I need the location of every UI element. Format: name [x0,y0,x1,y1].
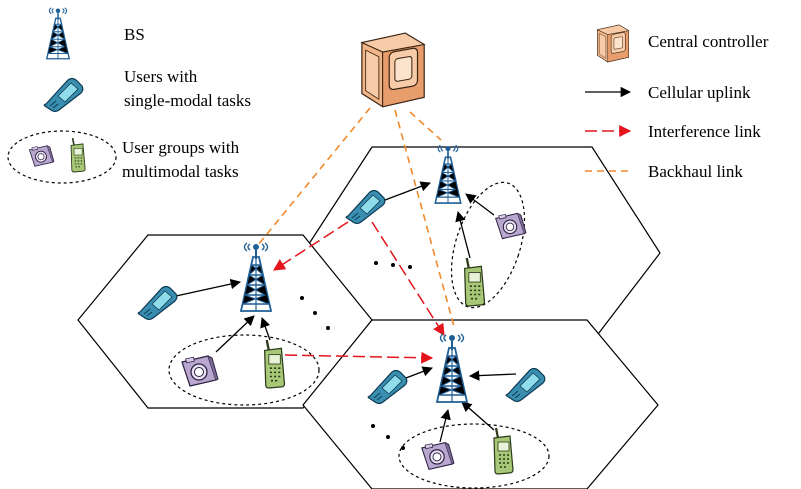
cellular-uplinks [175,181,517,443]
legend-central-controller-label: Central controller [648,32,769,51]
legend-bs-label: BS [124,25,145,44]
ellipsis-dots [300,261,412,450]
legend-multimodal-oval [7,130,117,184]
backhaul-link-top [409,111,442,141]
uplink-radio-bottom [461,401,495,431]
legend-multimodal-label-2: multimodal tasks [122,162,239,181]
interference-link-top-to-bottom [371,221,445,337]
legend-single-modal-label-1: Users with [124,67,198,86]
uplink-phone-left [175,278,242,297]
legend-interference-link-label: Interference link [648,122,761,141]
backhaul-link-bottom [394,109,456,331]
multimodal-group-top-right [450,181,526,309]
central-controller-icon [361,32,425,108]
uplink-phone-bottom-right [468,370,517,381]
uplink-radio-left [260,317,271,341]
cell-hexagon-left [77,234,373,409]
mobile-phone-icon [43,77,84,113]
central-controller-icon [597,24,629,63]
interference-link-top-to-left [272,221,349,271]
handheld-radio-icon [70,137,86,173]
interference-link-left-to-bottom [284,351,434,364]
uplink-camera-bottom [439,408,451,443]
interference-links [272,221,445,364]
uplink-camera-top [465,193,495,216]
multimodal-group-left [168,334,320,406]
multimodal-group-bottom-right [398,423,550,489]
backhaul-links [257,107,456,331]
uplink-phone-bottom-left [405,366,433,379]
legend-right: Central controller Cellular uplink Inter… [585,24,769,181]
multimodal-groups [168,181,550,489]
legend-cellular-uplink-label: Cellular uplink [648,83,751,102]
cell-tower-icon [45,6,71,60]
legend-backhaul-link-label: Backhaul link [648,162,743,181]
cell-hexagons [77,146,661,489]
legend-multimodal-label-1: User groups with [122,138,240,157]
camera-icon [28,145,55,167]
backhaul-link-left [257,107,371,246]
uplink-radio-top [455,210,471,259]
legend-left: BS Users with single-modal tasks User gr… [7,6,251,184]
legend-single-modal-label-2: single-modal tasks [124,91,251,110]
cell-hexagon-bottom-right [302,319,659,489]
uplink-phone-top [384,181,431,201]
uplink-camera-left [215,315,255,353]
